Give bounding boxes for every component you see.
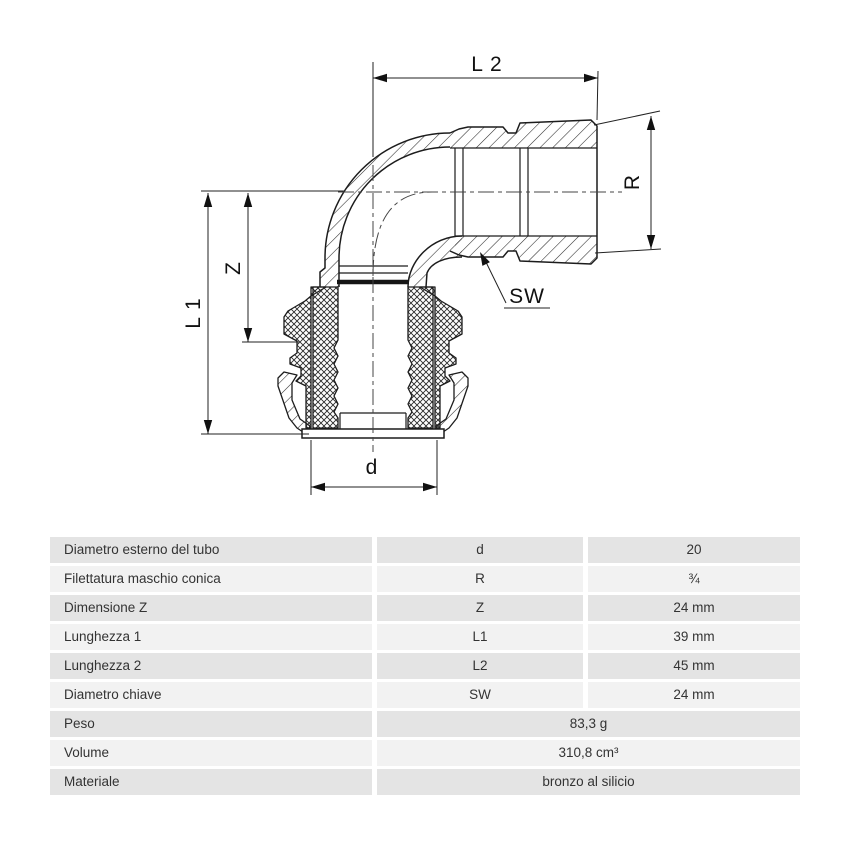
row-value: 24 mm xyxy=(588,682,800,708)
row-symbol: L1 xyxy=(377,624,583,650)
row-symbol: L2 xyxy=(377,653,583,679)
dim-label-sw: SW xyxy=(509,285,545,308)
dimension-arrows xyxy=(203,73,656,492)
row-label: Dimensione Z xyxy=(50,595,372,621)
press-nut-section xyxy=(283,286,463,429)
dim-label-l1: L 1 xyxy=(182,297,205,328)
row-value: 45 mm xyxy=(588,653,800,679)
row-value-merged: 310,8 cm³ xyxy=(377,740,800,766)
row-label: Materiale xyxy=(50,769,372,795)
dimension-annotations: L 2 R Z L 1 SW d xyxy=(182,53,662,495)
row-value: 20 xyxy=(588,537,800,563)
row-value: 24 mm xyxy=(588,595,800,621)
dim-label-l2: L 2 xyxy=(471,53,502,76)
row-label: Filettatura maschio conica xyxy=(50,566,372,592)
row-value-merged: 83,3 g xyxy=(377,711,800,737)
row-value: 39 mm xyxy=(588,624,800,650)
row-symbol: d xyxy=(377,537,583,563)
row-value-merged: bronzo al silicio xyxy=(377,769,800,795)
row-symbol: Z xyxy=(377,595,583,621)
row-label: Diametro esterno del tubo xyxy=(50,537,372,563)
elbow-fitting-section xyxy=(277,119,598,439)
row-label: Lunghezza 2 xyxy=(50,653,372,679)
dim-label-r: R xyxy=(621,174,644,190)
row-label: Peso xyxy=(50,711,372,737)
row-value: ¾ xyxy=(588,566,800,592)
row-symbol: SW xyxy=(377,682,583,708)
row-symbol: R xyxy=(377,566,583,592)
row-label: Volume xyxy=(50,740,372,766)
dim-label-z: Z xyxy=(222,261,245,275)
dim-label-d: d xyxy=(366,456,379,479)
technical-drawing: L 2 R Z L 1 SW d xyxy=(182,53,662,495)
row-label: Lunghezza 1 xyxy=(50,624,372,650)
row-label: Diametro chiave xyxy=(50,682,372,708)
centerlines xyxy=(338,165,622,452)
